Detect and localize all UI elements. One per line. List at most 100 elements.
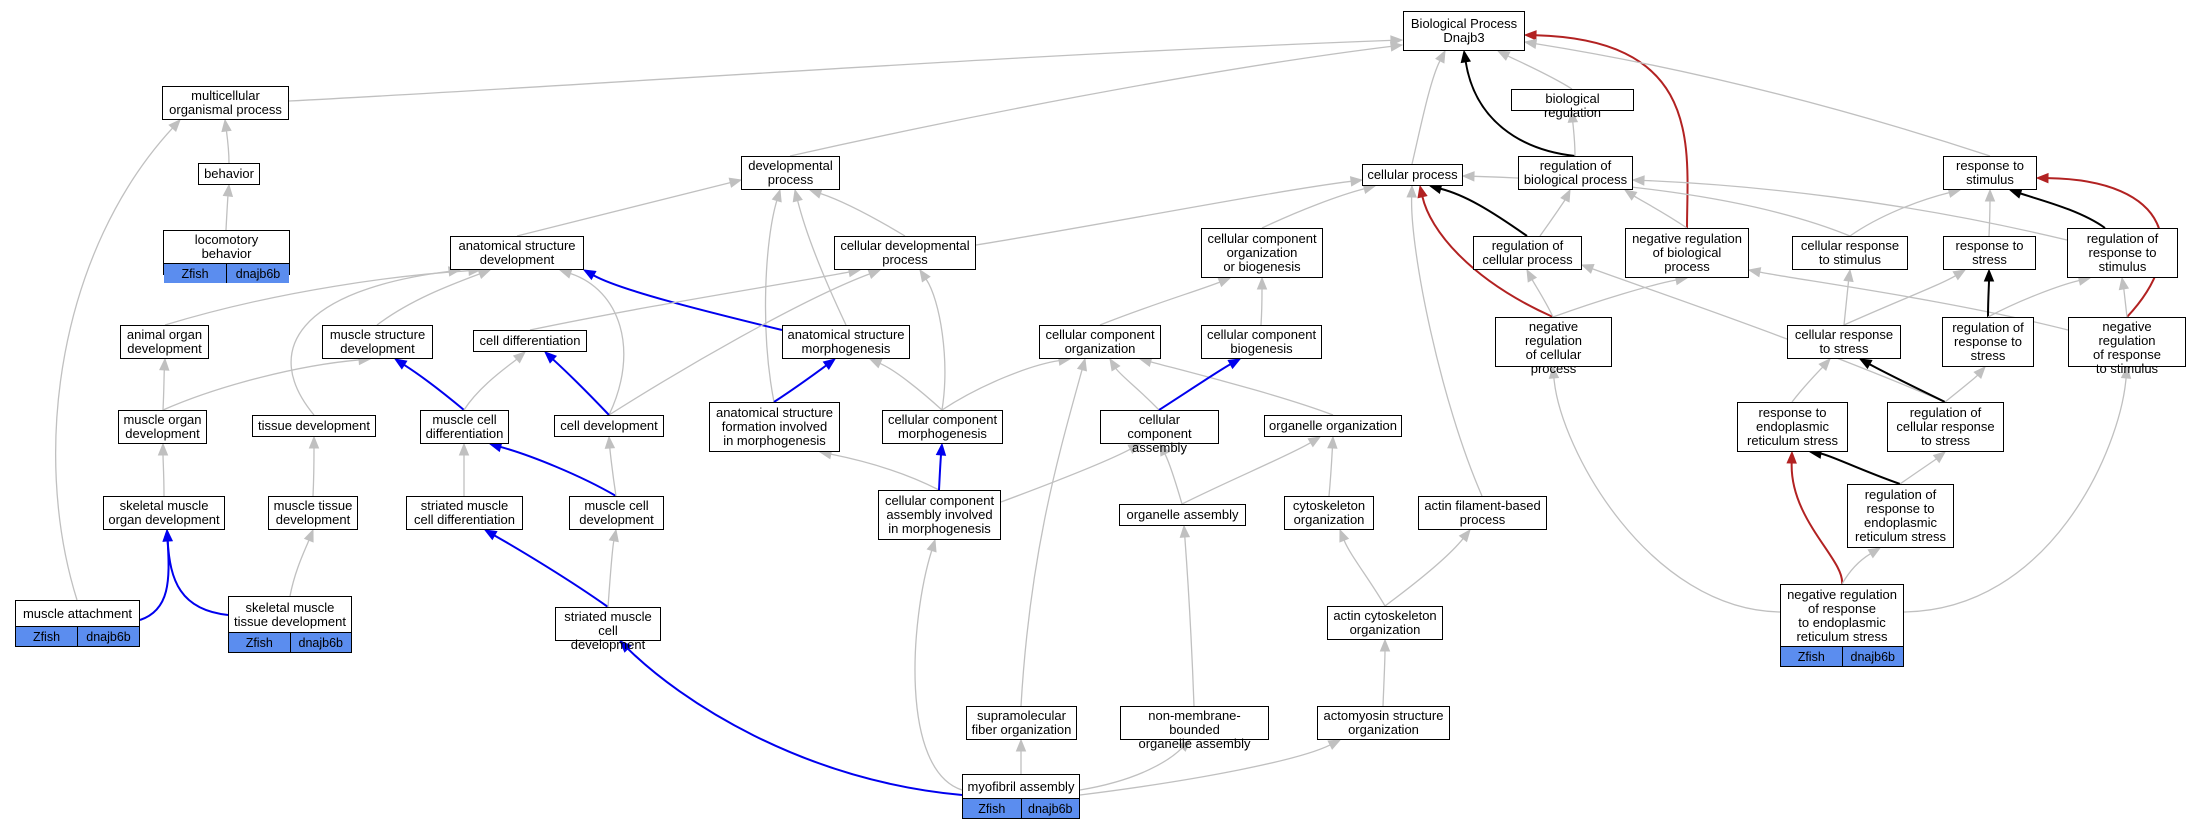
edge-arrowhead [1526,268,1538,283]
go-term-node-supra[interactable]: supramolecular fiber organization [966,706,1077,740]
edge-is_a-cellrespstress-to-respstress [1843,269,1967,326]
go-term-node-musstruct[interactable]: muscle structure development [322,325,433,359]
node-label: cellular component assembly involved in … [884,493,995,536]
edge-arrowhead [771,188,782,203]
go-term-node-stridiff[interactable]: striated muscle cell differentiation [406,496,523,530]
go-term-node-celldev[interactable]: cell development [554,415,664,437]
gene-badge[interactable]: dnajb6b [77,627,139,646]
edge-arrowhead [1523,30,1537,41]
go-term-node-nonmem[interactable]: non-membrane-bounded organelle assembly [1120,706,1269,751]
edge-arrowhead [1406,184,1417,198]
go-term-node-cellproc[interactable]: cellular process [1362,164,1463,186]
go-term-node-bioreg[interactable]: biological regulation [1511,89,1634,120]
go-term-node-root[interactable]: Biological Process Dnajb3 [1403,11,1525,51]
go-term-node-cellresp[interactable]: cellular response to stimulus [1792,236,1908,270]
go-term-node-respstress[interactable]: response to stress [1943,236,2036,270]
go-term-node-ccmorph[interactable]: cellular component morphogenesis [882,410,1003,444]
edge-is_a-sktissue-to-mustissue [289,528,314,597]
go-term-node-anatdev[interactable]: anatomical structure development [450,236,584,270]
go-term-node-regcell[interactable]: regulation of cellular process [1473,236,1582,270]
node-label: anatomical structure formation involved … [715,405,834,448]
go-term-node-orgassem[interactable]: organelle assembly [1119,504,1246,526]
go-term-node-tissue[interactable]: tissue development [252,415,376,437]
edge-line [1790,462,1844,585]
species-badge[interactable]: Zfish [16,627,77,646]
edge-line [1843,280,1850,326]
go-term-node-regresp[interactable]: regulation of response to stimulus [2067,228,2178,278]
node-label: striated muscle cell development [564,609,652,652]
edge-is_a-regER-to-regcellstress [1899,451,1947,485]
go-term-node-respER[interactable]: response to endoplasmic reticulum stress [1737,402,1848,452]
go-term-node-cellrespstress[interactable]: cellular response to stress [1787,325,1901,359]
go-term-node-ccob[interactable]: cellular component organization or bioge… [1201,228,1323,278]
go-term-node-devproc[interactable]: developmental process [741,156,840,190]
go-term-node-multi[interactable]: multicellular organismal process [162,86,289,120]
edge-regulates-regcellstress-to-cellrespstress [1858,358,1946,403]
go-term-node-orgorg[interactable]: organelle organization [1264,415,1402,437]
go-term-node-negregbio[interactable]: negative regulation of biological proces… [1625,228,1749,278]
edge-is_a-muscelldev-to-celldev [604,435,617,497]
edge-arrowhead [1973,366,1986,380]
go-term-node-ccassemmorph[interactable]: cellular component assembly involved in … [878,490,1001,540]
go-term-node-mustissue[interactable]: muscle tissue development [268,496,358,530]
node-label: muscle attachment [22,605,133,621]
go-term-node-muscelldev[interactable]: muscle cell development [569,496,664,530]
edge-line [627,647,963,796]
node-label: muscle structure development [329,327,426,356]
go-term-node-actomyosin[interactable]: actomyosin structure organization [1317,706,1450,740]
go-term-node-celldevproc[interactable]: cellular developmental process [834,236,976,270]
go-term-node-actinproc[interactable]: actin filament-based process [1418,496,1547,530]
node-label: cellular response to stress [1794,327,1894,356]
edge-is_a-actinproc-to-cellproc [1406,184,1483,497]
go-term-node-regrespstress[interactable]: regulation of response to stress [1942,317,2034,367]
species-badge[interactable]: Zfish [164,264,226,283]
node-label: response to stress [1955,238,2024,267]
go-term-node-cytoorg[interactable]: cytoskeleton organization [1284,496,1374,530]
go-term-node-ccbio[interactable]: cellular component biogenesis [1201,325,1322,359]
edge-line [1440,187,1528,237]
go-term-node-negregresp[interactable]: negative regulation of response to stimu… [2068,317,2186,376]
node-label: skeletal muscle tissue development [233,599,346,629]
go-term-node-ccorg[interactable]: cellular component organization [1039,325,1161,359]
gene-badge[interactable]: dnajb6b [289,633,351,652]
edge-arrowhead [1786,450,1797,464]
edge-arrowhead [393,358,408,370]
go-term-node-musorgan[interactable]: muscle organ development [118,410,207,444]
go-term-node-actincyto[interactable]: actin cytoskeleton organization [1327,606,1443,640]
edge-arrowhead [1567,109,1579,123]
go-term-node-respstim[interactable]: response to stimulus [1943,156,2037,190]
edge-arrowhead [512,351,526,364]
node-label: multicellular organismal process [169,88,282,117]
edge-line [1869,363,1946,403]
go-term-node-celldiff[interactable]: cell differentiation [473,330,587,352]
gene-badge[interactable]: dnajb6b [1020,799,1079,818]
go-term-node-skorgan[interactable]: skeletal muscle organ development [103,496,225,530]
go-term-node-ccassem[interactable]: cellular component assembly [1100,410,1219,455]
go-term-node-regbio[interactable]: regulation of biological process [1518,156,1633,190]
go-term-node-muscelldiff[interactable]: muscle cell differentiation [420,410,509,444]
go-term-node-behavior[interactable]: behavior [198,163,260,185]
gene-badge[interactable]: dnajb6b [1841,647,1903,666]
go-term-node-animal[interactable]: animal organ development [120,325,209,359]
go-term-node-stridev[interactable]: striated muscle cell development [555,607,661,652]
species-badge[interactable]: Zfish [229,633,290,652]
go-term-node-regcellstress[interactable]: regulation of cellular response to stres… [1887,402,2004,452]
go-term-node-regER[interactable]: regulation of response to endoplasmic re… [1847,484,1954,548]
species-badge[interactable]: Zfish [1781,647,1842,666]
species-badge[interactable]: Zfish [963,799,1021,818]
edge-arrowhead [582,269,597,281]
go-term-node-negregcell[interactable]: negative regulation of cellular process [1495,317,1612,376]
go-term-node-negregER[interactable]: negative regulation of response to endop… [1780,584,1904,667]
go-term-node-anatmorph[interactable]: anatomical structure morphogenesis [782,325,910,359]
edge-arrowhead [1327,435,1338,449]
gene-badge[interactable]: dnajb6b [226,264,289,283]
edge-arrowhead [159,357,170,371]
edge-line [820,192,906,237]
go-term-node-anatform[interactable]: anatomical structure formation involved … [709,402,840,452]
